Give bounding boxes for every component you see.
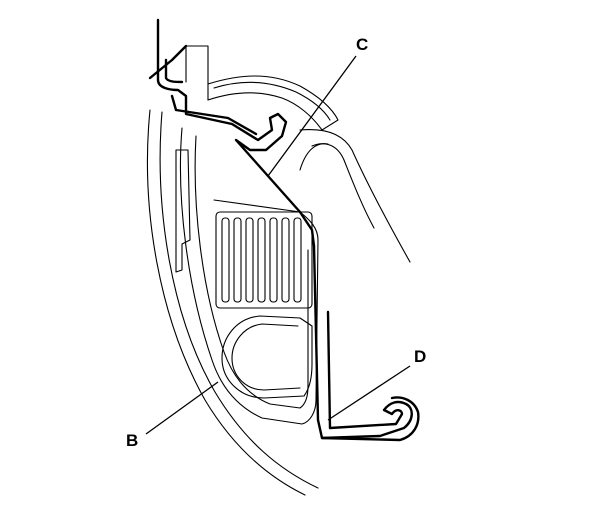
bulb-socket-inner [231,323,301,391]
leader-line-b [145,381,219,435]
seal-strip-hook [170,94,258,136]
seal-strip-upper [156,18,316,248]
outer-body-curve-outer [146,109,306,496]
outer-body-curve-inner [159,111,319,489]
seal-strip-lower-outer [320,396,420,442]
callout-label-c: C [356,35,368,54]
seal-strip-lower [312,244,413,440]
lens-housing-body [179,127,319,425]
right-housing-outer [299,128,411,263]
right-housing-lip [299,143,329,171]
upper-ridge-panel [207,75,339,131]
callout-label-b: B [126,431,138,450]
upper-ridge-inner [213,81,331,121]
vent-grille-frame [215,211,313,309]
upper-bracket [185,45,209,101]
leader-line-d [327,365,411,421]
right-housing-inner [311,143,375,229]
bulb-socket-outer [221,315,313,399]
lens-housing-inner [194,135,309,409]
leader-line-c [267,55,357,177]
seal-strip-upper-inner [148,44,188,84]
vent-grille-slots [221,217,302,303]
callout-label-d: D [414,347,426,366]
left-clip-strip [175,149,191,273]
